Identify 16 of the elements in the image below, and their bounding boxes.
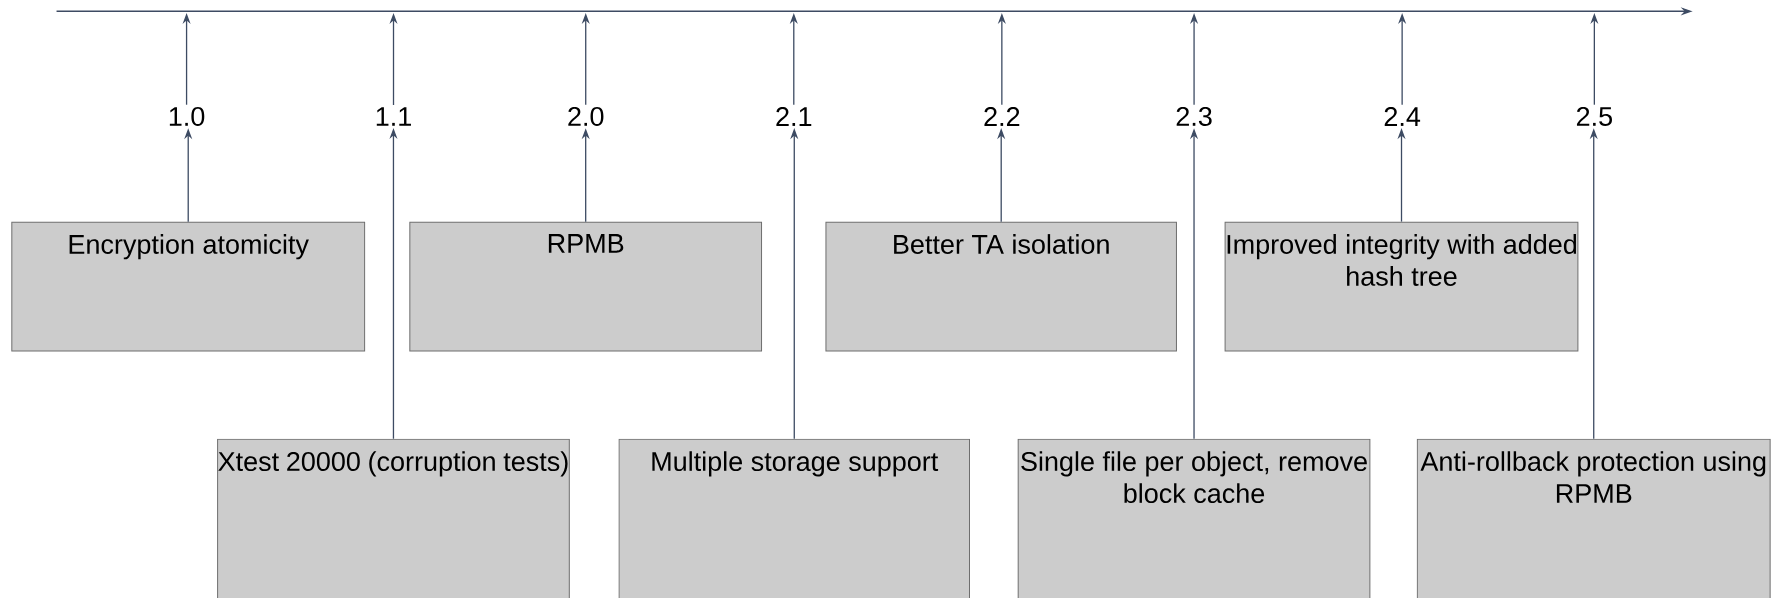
version-label: 2.5 [1576, 106, 1612, 127]
version-label: 1.0 [169, 106, 205, 127]
version-label: 2.4 [1384, 107, 1421, 126]
version-label: 2.0 [568, 106, 604, 127]
version-label: 2.3 [1176, 106, 1212, 127]
feature-box: Xtest 20000 (corruption tests) [217, 438, 570, 598]
feature-box: Multiple storage support [618, 438, 970, 598]
feature-box: Single file per object, remove block cache [1017, 438, 1371, 598]
version-label: 2.1 [776, 107, 812, 126]
feature-box: Better TA isolation [825, 221, 1177, 352]
feature-box: Encryption atomicity [11, 221, 366, 352]
feature-box: Improved integrity with added hash tree [1224, 221, 1579, 352]
feature-box: Anti-rollback protection using RPMB [1416, 438, 1771, 598]
version-label: 1.1 [376, 107, 411, 126]
version-label: 2.2 [984, 107, 1020, 126]
feature-box: RPMB [409, 221, 763, 352]
